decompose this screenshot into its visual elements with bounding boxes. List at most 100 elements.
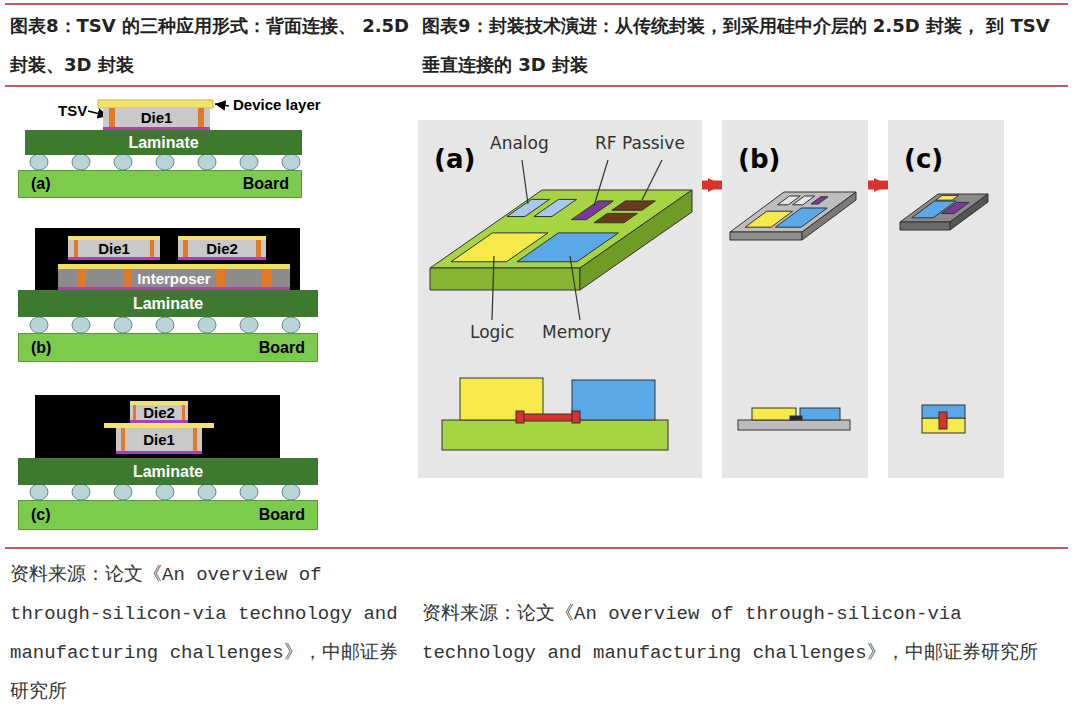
- stage-panel: (a): [418, 120, 702, 478]
- chip: [612, 201, 655, 210]
- figure-heading: 图表8：TSV 的三种应用形式：背面连接、 2.5D 封装、3D 封装: [10, 6, 415, 84]
- solder-ball: [72, 154, 90, 170]
- mold-compound: [35, 228, 300, 290]
- die-box: Die1: [103, 108, 210, 130]
- source-note: 资料来源：论文《An overview of through-silicon-v…: [422, 595, 1067, 673]
- die-box: Die1: [68, 236, 160, 260]
- solder-ball: [30, 317, 48, 333]
- part-label: Logic: [470, 322, 514, 342]
- interposer-band: Interposer: [58, 264, 290, 290]
- board-edge: [900, 222, 950, 230]
- die-box: Die1: [116, 428, 202, 454]
- stage-panel: (b): [722, 120, 868, 478]
- laminate-band: Laminate: [18, 458, 318, 485]
- bump: [572, 411, 580, 423]
- node-text: Die2: [206, 240, 238, 257]
- solder-ball: [282, 484, 300, 500]
- solder-ball: [30, 484, 48, 500]
- leader-line: [215, 104, 229, 106]
- rule-line: [5, 547, 1068, 549]
- substrate: [738, 420, 850, 430]
- part-label: Analog: [490, 133, 549, 153]
- node-text: Die1: [98, 240, 130, 257]
- solder-ball: [240, 154, 258, 170]
- solder-ball: [240, 317, 258, 333]
- solder-balls: [30, 154, 300, 500]
- solder-ball: [114, 154, 132, 170]
- solder-ball: [282, 317, 300, 333]
- stage-panel: (c): [888, 120, 1004, 478]
- solder-ball: [114, 484, 132, 500]
- part-label: RF Passive: [595, 133, 685, 153]
- rule-line: [5, 3, 1068, 5]
- stage-arrow: [702, 181, 722, 190]
- node-text: Die1: [141, 109, 173, 126]
- node-text: Board: [259, 506, 305, 524]
- solder-ball: [156, 484, 174, 500]
- board-band: (c) Board: [18, 500, 318, 530]
- node-text: (c): [31, 506, 51, 524]
- node-text: (a): [434, 144, 475, 174]
- memory-die: [572, 380, 655, 420]
- node-text: Die2: [143, 404, 175, 421]
- node-text: Laminate: [133, 463, 203, 481]
- solder-ball: [30, 154, 48, 170]
- node-text: (b): [738, 144, 780, 174]
- solder-ball: [198, 317, 216, 333]
- memory-die: [800, 408, 840, 420]
- node-text: (c): [904, 144, 943, 174]
- solder-ball: [198, 484, 216, 500]
- node-text: (a): [31, 175, 51, 193]
- stage-arrow: [868, 181, 888, 190]
- device-layer: [98, 100, 213, 108]
- interconnect: [790, 416, 802, 420]
- solder-ball: [240, 484, 258, 500]
- solder-ball: [114, 317, 132, 333]
- laminate-band: Laminate: [25, 130, 302, 155]
- laminate-band: Laminate: [18, 290, 318, 317]
- node-text: Board: [243, 175, 289, 193]
- leader-line: [492, 256, 494, 320]
- leader-line: [594, 160, 608, 206]
- node-text: Die1: [143, 431, 175, 448]
- solder-ball: [72, 484, 90, 500]
- die-box: Die2: [130, 401, 188, 423]
- die-box: Die2: [178, 236, 266, 260]
- node-text: (b): [31, 339, 51, 357]
- board-band: (b) Board: [18, 333, 318, 362]
- node-text: Board: [259, 339, 305, 357]
- board-band: (a) Board: [18, 170, 302, 198]
- board-edge: [730, 232, 802, 240]
- interconnect: [522, 414, 574, 421]
- chip: [811, 197, 828, 204]
- chip: [941, 202, 969, 213]
- solder-ball: [198, 154, 216, 170]
- node-text: Interposer: [137, 270, 210, 287]
- tsv: [939, 412, 947, 429]
- board-edge: [430, 268, 580, 290]
- callout-label: Device layer: [233, 96, 321, 113]
- solder-ball: [156, 154, 174, 170]
- chip: [534, 199, 577, 216]
- chip: [775, 208, 827, 227]
- node-text: Laminate: [133, 295, 203, 313]
- substrate: [442, 420, 668, 450]
- source-note: 资料来源：论文《An overview of through-silicon-v…: [10, 556, 415, 707]
- solder-ball: [72, 317, 90, 333]
- mold-compound: [35, 395, 280, 458]
- leader-line: [570, 256, 580, 320]
- chip: [517, 233, 618, 262]
- leader-line: [642, 160, 662, 200]
- chip: [936, 195, 959, 200]
- bump: [516, 411, 524, 423]
- chip: [594, 213, 637, 222]
- node-text: Laminate: [128, 134, 198, 152]
- callout-label: TSV: [58, 102, 87, 119]
- figure-heading: 图表9：封装技术演进：从传统封装，到采用硅中介层的 2.5D 封装， 到 TSV…: [422, 6, 1072, 84]
- solder-ball: [156, 317, 174, 333]
- part-label: Memory: [542, 322, 611, 342]
- logic-die: [752, 408, 796, 420]
- rule-line: [5, 85, 1068, 87]
